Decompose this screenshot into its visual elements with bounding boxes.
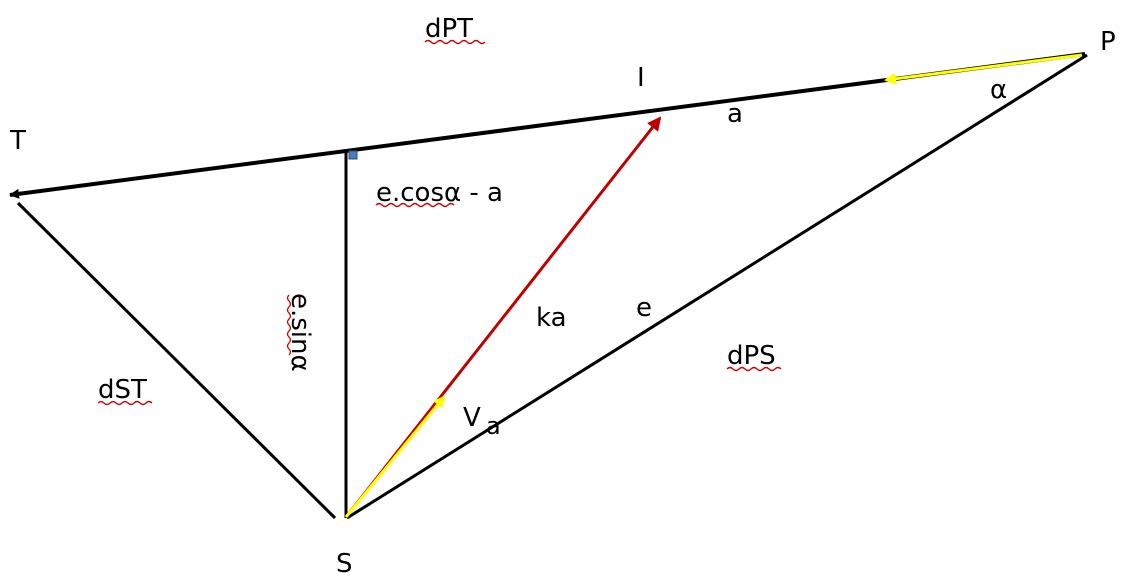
spellcheck-dps bbox=[726, 366, 782, 372]
label-a: a bbox=[727, 99, 743, 129]
label-point-p: P bbox=[1100, 27, 1116, 57]
vector-a-at-p bbox=[884, 53, 1083, 85]
label-v: V bbox=[463, 403, 481, 433]
label-point-i: I bbox=[637, 63, 645, 93]
label-alpha: α bbox=[990, 75, 1007, 105]
vector-ka bbox=[344, 116, 662, 518]
label-point-s: S bbox=[336, 549, 353, 579]
spellcheck-esin bbox=[286, 294, 292, 356]
right-angle-marker bbox=[348, 150, 358, 160]
label-ka: ka bbox=[536, 303, 567, 333]
label-point-t: T bbox=[9, 126, 26, 156]
spellcheck-dst bbox=[97, 400, 153, 406]
vector-a-at-s bbox=[344, 395, 446, 518]
label-e-sin: e.sinα bbox=[285, 293, 315, 372]
spellcheck-dpt bbox=[424, 39, 486, 45]
label-e: e bbox=[636, 293, 652, 323]
line-sp bbox=[346, 53, 1088, 520]
label-dpt: dPT bbox=[425, 14, 473, 44]
label-v-subscript: a bbox=[486, 412, 501, 440]
label-dps: dPS bbox=[727, 341, 776, 371]
line-ts bbox=[16, 201, 337, 520]
spellcheck-ecos bbox=[375, 202, 455, 208]
label-dst: dST bbox=[98, 375, 147, 405]
